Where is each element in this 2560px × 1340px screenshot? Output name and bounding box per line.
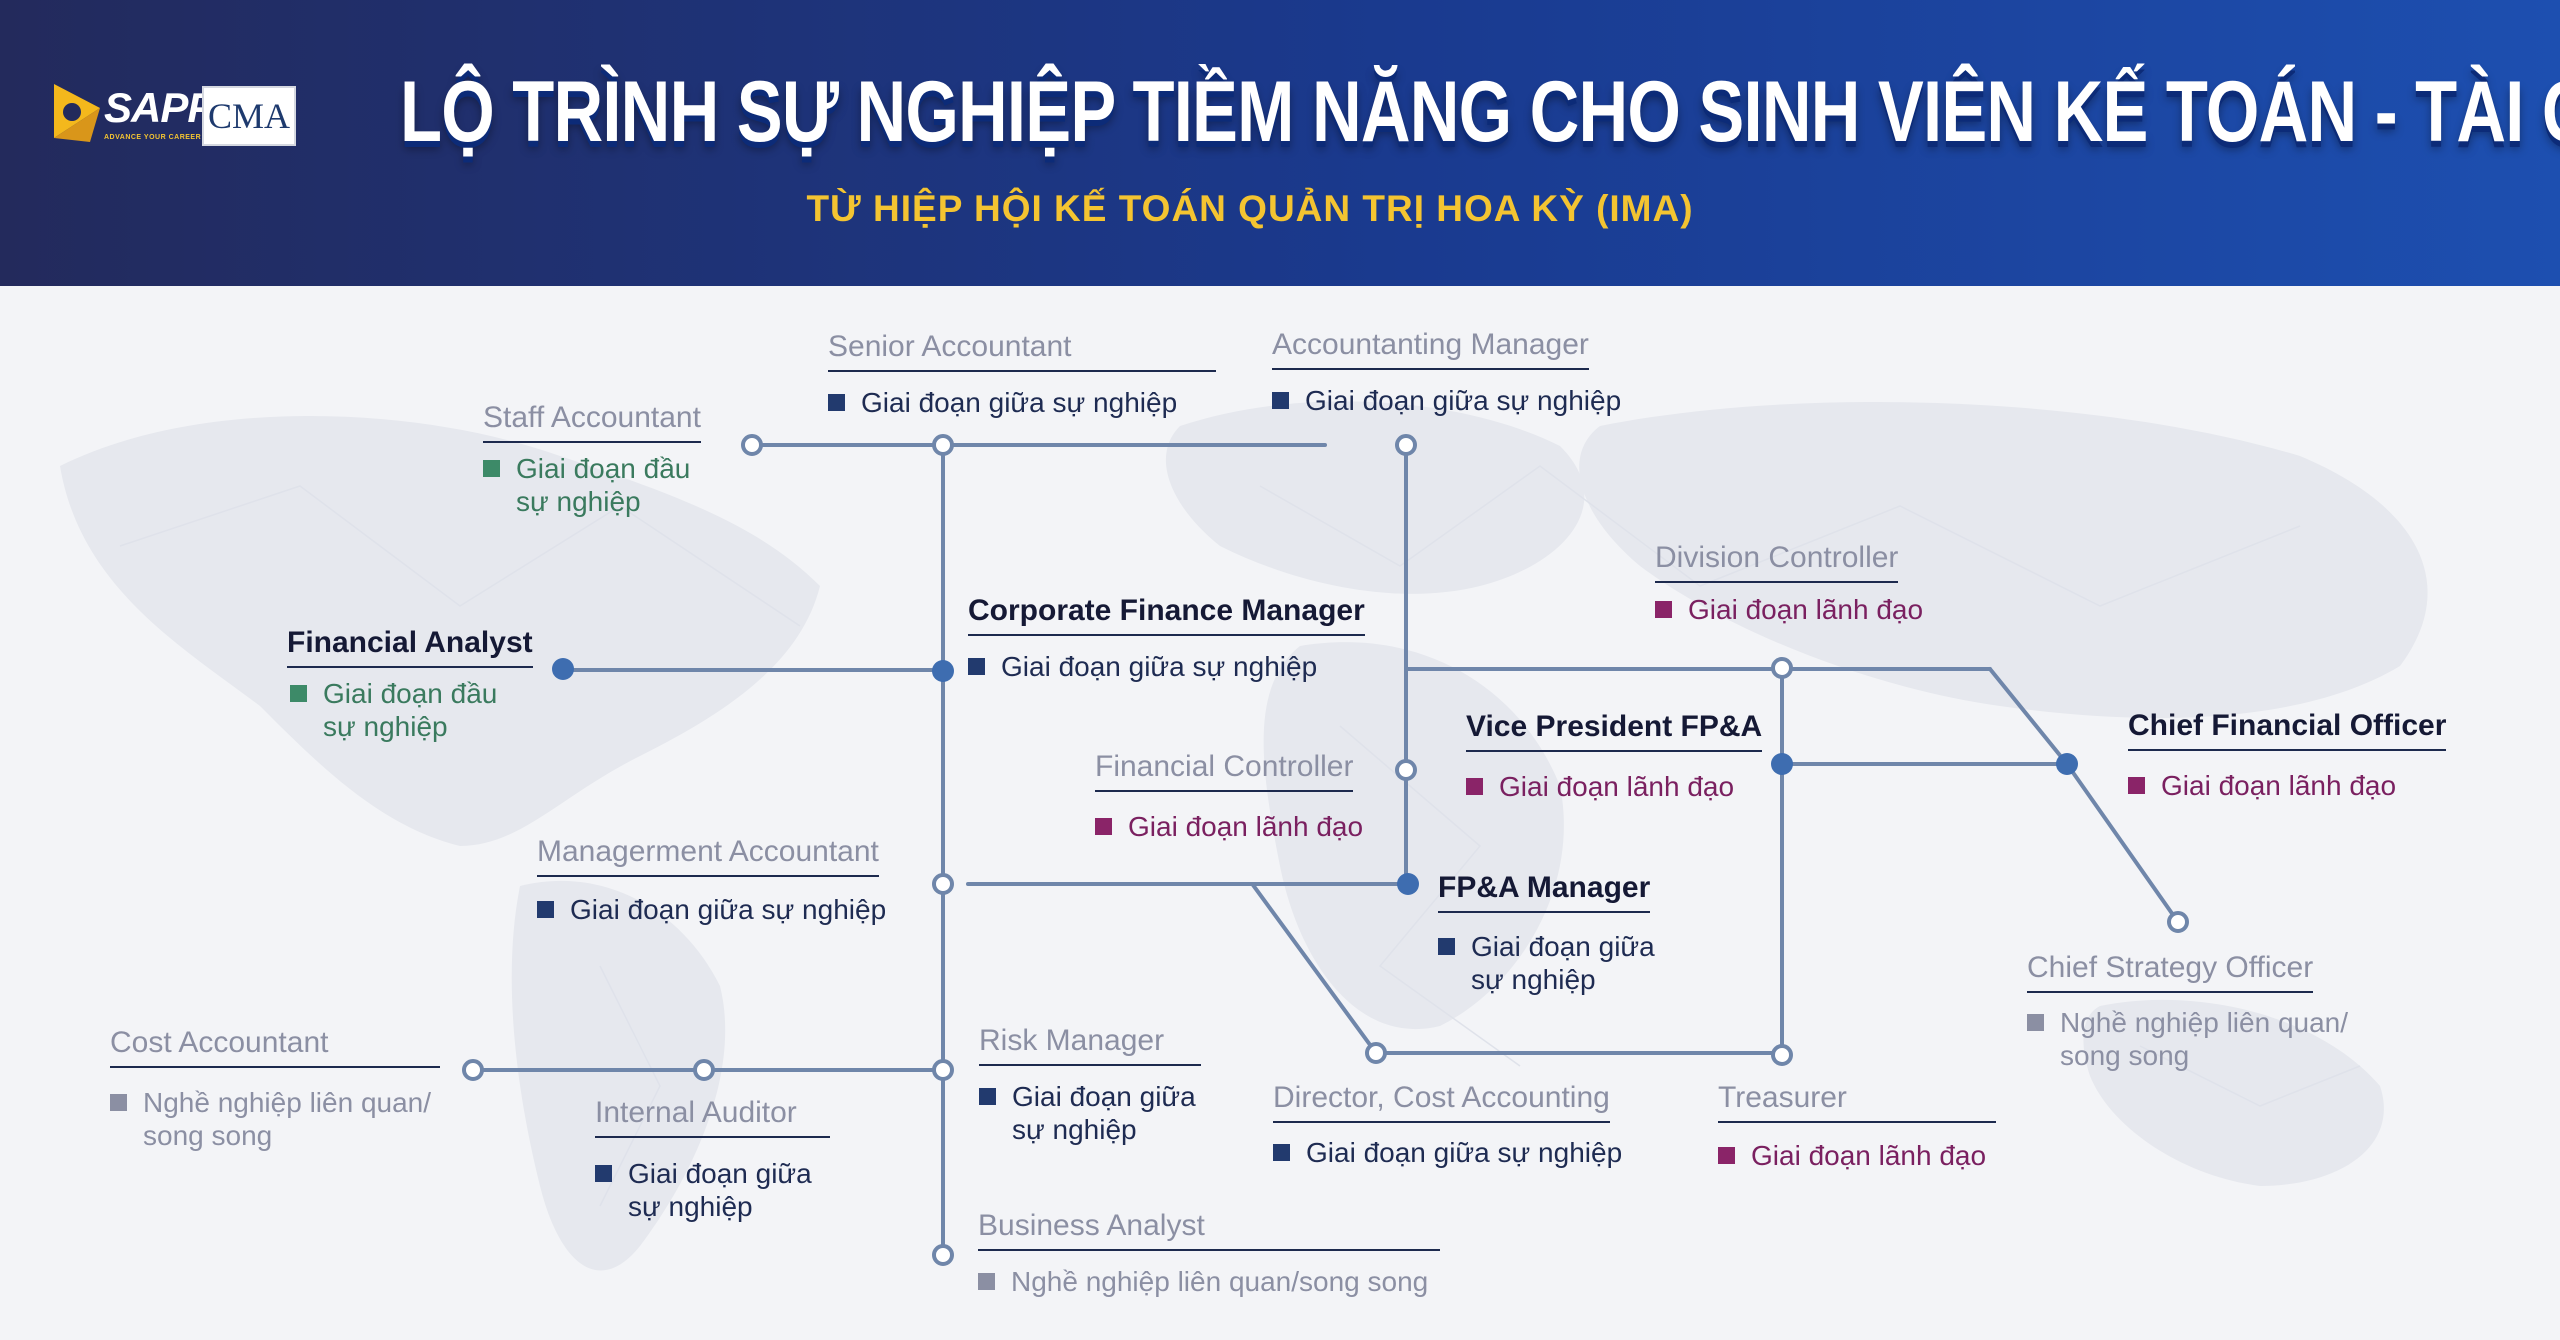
- stage-lead-marker: [1718, 1147, 1735, 1164]
- node-dot-senior-accountant: [932, 434, 954, 456]
- node-risk-manager-title: Risk Manager: [979, 1024, 1201, 1066]
- node-division-controller-title: Division Controller: [1655, 541, 1899, 583]
- node-chief-strategy-officer-stage: Nghề nghiệp liên quan/ song song: [2027, 1006, 2348, 1072]
- page-subtitle: TỪ HIỆP HỘI KẾ TOÁN QUẢN TRỊ HOA KỲ (IMA…: [806, 188, 1694, 229]
- node-business-analyst-title: Business Analyst: [978, 1209, 1440, 1251]
- node-accounting-manager-title: Accountanting Manager: [1272, 328, 1589, 370]
- node-corporate-finance-manager-stage: Giai đoạn giữa sự nghiệp: [968, 650, 1317, 683]
- cma-logo: CMA: [202, 86, 296, 146]
- node-dot-financial-controller: [1395, 759, 1417, 781]
- node-vice-president-fpa-stage: Giai đoạn lãnh đạo: [1466, 770, 1734, 803]
- node-dot-management-accountant: [932, 873, 954, 895]
- node-chief-strategy-officer-title: Chief Strategy Officer: [2027, 951, 2314, 993]
- node-chief-financial-officer-title: Chief Financial Officer: [2128, 709, 2447, 751]
- stage-mid-marker: [1273, 1144, 1290, 1161]
- node-dot-staff-accountant: [741, 434, 763, 456]
- node-corporate-finance-manager-title: Corporate Finance Manager: [968, 594, 1365, 636]
- stage-mid-marker: [828, 394, 845, 411]
- stage-lead-marker: [1655, 601, 1672, 618]
- node-business-analyst-stage: Nghề nghiệp liên quan/song song: [978, 1265, 1428, 1298]
- node-dot-chief-strategy-officer: [2167, 911, 2189, 933]
- node-fpa-manager-title: FP&A Manager: [1438, 871, 1651, 913]
- node-dot-corporate-finance-manager: [932, 660, 954, 682]
- stage-parallel-marker: [978, 1273, 995, 1290]
- stage-mid-marker: [968, 658, 985, 675]
- node-cost-accountant-title: Cost Accountant: [110, 1026, 440, 1068]
- stage-mid-marker: [1272, 392, 1289, 409]
- node-treasurer-stage: Giai đoạn lãnh đạo: [1718, 1139, 1986, 1172]
- stage-mid-marker: [595, 1165, 612, 1182]
- node-dot-financial-analyst: [552, 658, 574, 680]
- node-senior-accountant-stage: Giai đoạn giữa sự nghiệp: [828, 386, 1177, 419]
- stage-mid-marker: [1438, 938, 1455, 955]
- stage-mid-marker: [979, 1088, 996, 1105]
- sapp-logo-tagline: ADVANCE YOUR CAREER: [104, 134, 202, 141]
- node-financial-analyst-title: Financial Analyst: [287, 626, 533, 668]
- node-treasurer-title: Treasurer: [1718, 1081, 1996, 1123]
- stage-early-marker: [290, 685, 307, 702]
- node-financial-controller-stage: Giai đoạn lãnh đạo: [1095, 810, 1363, 843]
- stage-mid-marker: [537, 901, 554, 918]
- node-director-cost-accounting-title: Director, Cost Accounting: [1273, 1081, 1610, 1123]
- node-cost-accountant-stage: Nghề nghiệp liên quan/ song song: [110, 1086, 431, 1152]
- node-dot-risk-manager: [932, 1059, 954, 1081]
- node-dot-treasurer: [1771, 1044, 1793, 1066]
- node-dot-fpa-manager: [1397, 873, 1419, 895]
- world-map-background: [60, 401, 2428, 1271]
- node-internal-auditor-title: Internal Auditor: [595, 1096, 830, 1138]
- node-internal-auditor-stage: Giai đoạn giữa sự nghiệp: [595, 1157, 812, 1223]
- node-management-accountant-stage: Giai đoạn giữa sự nghiệp: [537, 893, 886, 926]
- connector-line: [2065, 762, 2180, 924]
- node-financial-analyst-stage: Giai đoạn đầu sự nghiệp: [290, 677, 497, 743]
- stage-lead-marker: [1466, 778, 1483, 795]
- node-risk-manager-stage: Giai đoạn giữa sự nghiệp: [979, 1080, 1196, 1146]
- node-dot-division-controller: [1771, 657, 1793, 679]
- sapp-logo-icon: [54, 84, 100, 142]
- node-senior-accountant-title: Senior Accountant: [828, 330, 1216, 372]
- node-fpa-manager-stage: Giai đoạn giữa sự nghiệp: [1438, 930, 1655, 996]
- node-dot-cost-accountant: [462, 1059, 484, 1081]
- node-accounting-manager-stage: Giai đoạn giữa sự nghiệp: [1272, 384, 1621, 417]
- node-dot-accounting-manager: [1395, 434, 1417, 456]
- node-financial-controller-title: Financial Controller: [1095, 750, 1354, 792]
- connector-line: [1988, 667, 2069, 766]
- node-dot-director-cost-accounting: [1365, 1042, 1387, 1064]
- stage-parallel-marker: [2027, 1014, 2044, 1031]
- node-staff-accountant-stage: Giai đoạn đầu sự nghiệp: [483, 452, 690, 518]
- node-chief-financial-officer-stage: Giai đoạn lãnh đạo: [2128, 769, 2396, 802]
- header-banner: SAPP ADVANCE YOUR CAREER CMA LỘ TRÌNH SỰ…: [0, 0, 2560, 286]
- node-dot-internal-auditor: [693, 1059, 715, 1081]
- node-dot-vice-president-fpa: [1771, 753, 1793, 775]
- node-management-accountant-title: Managerment Accountant: [537, 835, 879, 877]
- connector-line: [1251, 883, 1378, 1055]
- node-dot-chief-financial-officer: [2056, 753, 2078, 775]
- node-vice-president-fpa-title: Vice President FP&A: [1466, 710, 1763, 752]
- node-dot-business-analyst: [932, 1244, 954, 1266]
- node-staff-accountant-title: Staff Accountant: [483, 401, 701, 443]
- stage-lead-marker: [1095, 818, 1112, 835]
- stage-early-marker: [483, 460, 500, 477]
- node-division-controller-stage: Giai đoạn lãnh đạo: [1655, 593, 1923, 626]
- node-director-cost-accounting-stage: Giai đoạn giữa sự nghiệp: [1273, 1136, 1622, 1169]
- sapp-logo-text: SAPP: [104, 84, 215, 131]
- stage-parallel-marker: [110, 1094, 127, 1111]
- stage-lead-marker: [2128, 777, 2145, 794]
